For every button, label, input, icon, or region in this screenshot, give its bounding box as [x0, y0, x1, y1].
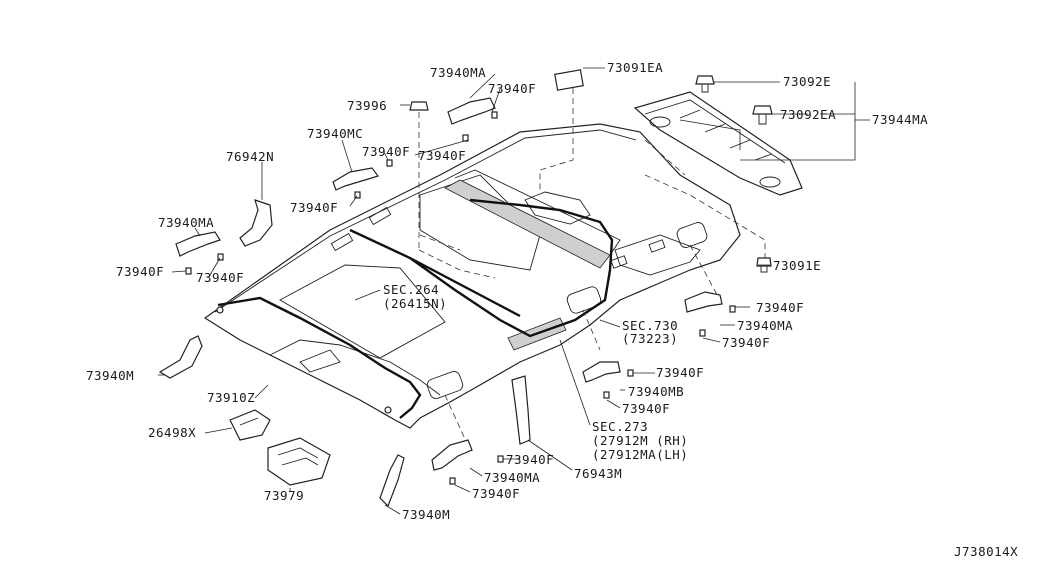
grip-76942n — [239, 199, 273, 247]
dashed-leaders — [418, 88, 766, 451]
console-box-73979 — [267, 437, 331, 486]
label-27912m: (27912M (RH) — [592, 433, 688, 448]
label-76943m: 76943M — [574, 466, 622, 481]
grip-73940m-bottom — [379, 454, 405, 508]
label-sec264-sub: (26415N) — [383, 296, 447, 311]
label-sec730: SEC.730 — [622, 318, 678, 333]
label-73940m-bottom: 73940M — [402, 507, 450, 522]
label-73940f-m1: 73940F — [656, 365, 704, 380]
label-73940f-r1: 73940F — [756, 300, 804, 315]
grip-73940mc — [332, 167, 379, 191]
label-73940ma-left: 73940MA — [158, 215, 214, 230]
grip-73940mb — [582, 361, 621, 383]
label-73091ea: 73091EA — [607, 60, 663, 75]
diagram-code: J738014X — [954, 544, 1018, 559]
grip-73940ma-bottom — [431, 439, 473, 471]
label-73092ea: 73092EA — [780, 107, 836, 122]
label-73996: 73996 — [347, 98, 387, 113]
clip-73996-icon — [409, 101, 429, 111]
label-73940f-e: 73940F — [196, 270, 244, 285]
label-73940f-m2: 73940F — [622, 401, 670, 416]
sunroof-opening — [279, 264, 446, 359]
label-73940ma-bottom: 73940MA — [484, 470, 540, 485]
label-sec730-sub: (73223) — [622, 331, 678, 346]
leader-lines — [158, 67, 870, 515]
label-73940ma-top: 73940MA — [430, 65, 486, 80]
grip-76943m — [511, 375, 531, 445]
label-73940f-c: 73940F — [290, 200, 338, 215]
label-73940mc: 73940MC — [307, 126, 363, 141]
room-lamp-bracket — [229, 409, 271, 441]
label-73940mb: 73940MB — [628, 384, 684, 399]
headlining — [203, 123, 741, 429]
part-labels: 73940MA 73091EA 73092E 73940F 73996 7309… — [86, 60, 1018, 559]
label-sec273: SEC.273 — [592, 419, 648, 434]
label-73910z: 73910Z — [207, 390, 255, 405]
label-73940f-d: 73940F — [116, 264, 164, 279]
label-73940f-b1: 73940F — [506, 452, 554, 467]
clip-73092e-icon — [695, 75, 715, 93]
label-73979: 73979 — [264, 488, 304, 503]
pad-73091ea — [554, 69, 584, 91]
label-27912ma: (27912MA(LH) — [592, 447, 688, 462]
roof-wiring-harness — [217, 198, 614, 419]
grip-73940ma-right — [684, 291, 723, 313]
label-73092e: 73092E — [783, 74, 831, 89]
rear-roof-panel — [633, 91, 803, 196]
label-73940f-top: 73940F — [488, 81, 536, 96]
label-76942n: 76942N — [226, 149, 274, 164]
label-73940f-a: 73940F — [362, 144, 410, 159]
label-73940f-b: 73940F — [418, 148, 466, 163]
grip-73940m-left — [158, 335, 203, 379]
label-73940m-left: 73940M — [86, 368, 134, 383]
label-73940f-b2: 73940F — [472, 486, 520, 501]
grip-73940ma-top — [447, 97, 496, 125]
clip-73092ea-icon — [752, 105, 773, 125]
label-73940f-r2: 73940F — [722, 335, 770, 350]
label-sec264: SEC.264 — [383, 282, 439, 297]
clip-73091e-icon — [756, 257, 772, 273]
label-73940ma-right: 73940MA — [737, 318, 793, 333]
grip-73940ma-left — [175, 231, 221, 257]
label-26498x: 26498X — [148, 425, 196, 440]
label-73944ma: 73944MA — [872, 112, 928, 127]
label-73091e: 73091E — [773, 258, 821, 273]
